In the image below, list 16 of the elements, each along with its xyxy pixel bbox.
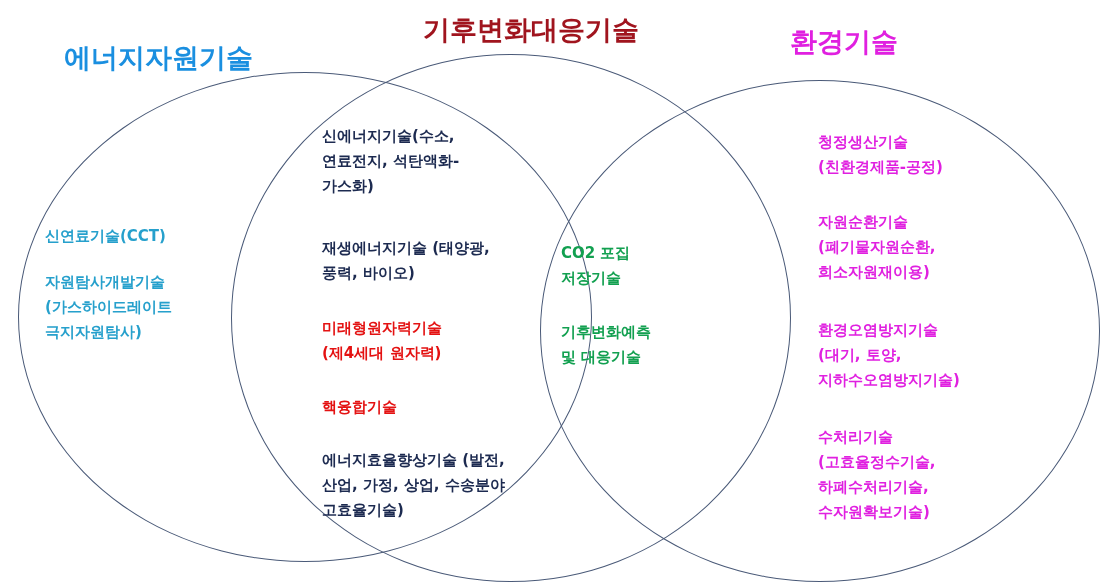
- technology-item: 미래형원자력기술 (제4세대 원자력): [322, 318, 443, 364]
- technology-item: 재생에너지기술 (태양광, 풍력, 바이오): [322, 238, 491, 284]
- technology-item: 기후변화예측 및 대응기술: [561, 322, 652, 368]
- technology-item: 청정생산기술 (친환경제품-공정): [818, 132, 944, 178]
- technology-item: 수처리기술 (고효율정수기술, 하폐수처리기술, 수자원확보기술): [818, 427, 937, 523]
- set-heading: 환경기술: [790, 25, 898, 59]
- technology-item: 자원순환기술 (폐기물자원순환, 희소자원재이용): [818, 212, 937, 283]
- technology-item: 핵융합기술: [322, 397, 398, 418]
- technology-item: 신에너지기술(수소, 연료전지, 석탄액화-가스화): [322, 126, 461, 197]
- technology-item: 자원탐사개발기술 (가스하이드레이트 극지자원탐사): [45, 272, 173, 343]
- technology-item: 신연료기술(CCT): [45, 226, 167, 247]
- set-heading: 에너지자원기술: [64, 41, 253, 75]
- technology-item: 에너지효율향상기술 (발전, 산업, 가정, 상업, 수송분야 고효율기술): [322, 450, 506, 521]
- technology-item: 환경오염방지기술 (대기, 토양, 지하수오염방지기술): [818, 320, 961, 391]
- set-heading: 기후변화대응기술: [423, 13, 639, 47]
- technology-item: CO2 포집 저장기술: [561, 243, 632, 289]
